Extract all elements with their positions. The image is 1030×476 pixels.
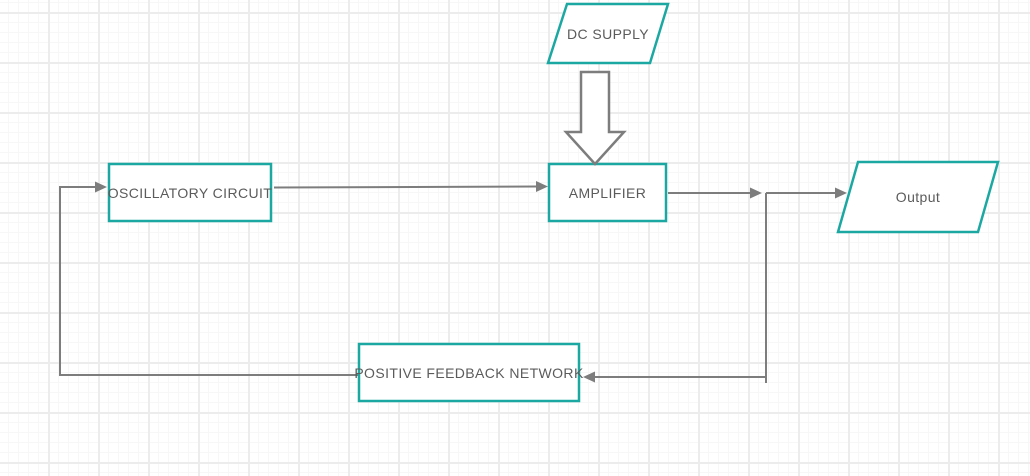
output-shape[interactable] [836,160,1000,234]
arrowhead-icon [750,187,762,199]
connector-feedback-to-oscillator[interactable] [59,181,359,376]
dc-supply-shape[interactable] [546,2,670,65]
amplifier-shape[interactable] [547,162,668,223]
arrowhead-icon [583,371,595,383]
connector-line[interactable] [273,185,538,189]
oscillatory-circuit-shape[interactable] [107,162,273,223]
arrowhead-icon [95,181,107,193]
arrowhead-icon [835,187,847,199]
arrowhead-icon [536,181,548,192]
block-arrow-down-icon[interactable] [563,70,627,166]
connector-oscillator-to-amplifier[interactable] [273,181,548,192]
connector-line[interactable] [59,186,359,376]
connector-amplifier-to-junction[interactable] [668,187,762,199]
positive-feedback-network-shape[interactable] [357,342,581,403]
connector-junction-to-feedback-network[interactable] [583,193,767,383]
connector-junction-to-output[interactable] [766,187,847,199]
